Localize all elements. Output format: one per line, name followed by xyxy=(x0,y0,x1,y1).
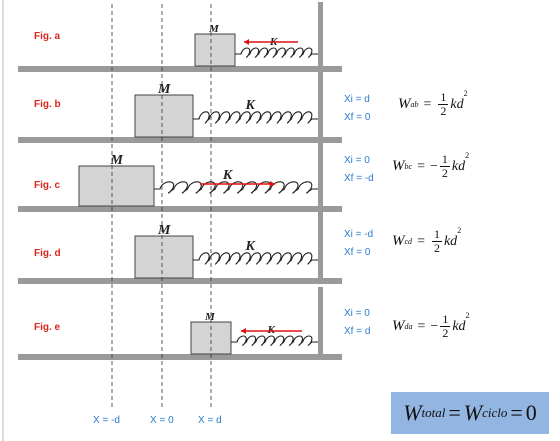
fig-d-mass-block xyxy=(134,235,194,279)
work-symbol: W xyxy=(392,233,405,249)
work-subscript: ab xyxy=(410,100,419,109)
kd-term: kd xyxy=(452,318,466,334)
numerator: 1 xyxy=(438,90,449,105)
fig-e-positions: Xi = 0 Xf = d xyxy=(344,308,370,338)
equals-sign: = xyxy=(448,400,461,425)
fig-a-spring xyxy=(235,47,318,58)
work-symbol: W xyxy=(463,400,483,425)
fig-e-spring-label: K xyxy=(267,324,276,336)
fig-e-xi: Xi = 0 xyxy=(344,308,370,319)
kd-term: kd xyxy=(450,96,464,112)
fig-a-mass-block xyxy=(194,33,236,67)
fig-a-floor xyxy=(18,66,342,72)
work-symbol: W xyxy=(398,96,411,112)
fig-e-mass-label: M xyxy=(204,311,216,323)
ciclo-subscript: ciclo xyxy=(482,405,508,420)
fig-d-xf: Xf = 0 xyxy=(344,247,371,258)
denominator: 2 xyxy=(441,166,448,180)
work-subscript: cd xyxy=(404,237,413,246)
fig-b-wall xyxy=(318,70,323,143)
fig-c-label: Fig. c xyxy=(34,180,61,191)
fig-d-spring xyxy=(193,252,318,265)
equals-sign: = xyxy=(423,96,432,112)
exponent: 2 xyxy=(457,226,462,235)
kd-term: kd xyxy=(443,233,458,249)
kd-term: kd xyxy=(451,158,466,174)
numerator: 1 xyxy=(431,227,442,242)
work-symbol: W xyxy=(403,400,422,425)
fig-c-mass-block xyxy=(78,165,155,207)
fig-c-mass-label: M xyxy=(110,153,124,168)
fig-c-spring xyxy=(154,181,318,194)
numerator: 1 xyxy=(440,312,451,327)
fig-e-spring xyxy=(231,335,318,346)
equals-sign: = xyxy=(510,400,523,425)
fig-e-floor xyxy=(18,354,342,360)
total-value: 0 xyxy=(525,400,537,425)
fig-b-label: Fig. b xyxy=(34,99,61,110)
position-d-label: X = d xyxy=(198,415,222,426)
numerator: 1 xyxy=(439,152,450,167)
work-subscript: da xyxy=(404,322,413,331)
fig-a-wall xyxy=(318,2,323,72)
exponent: 2 xyxy=(465,151,470,160)
position-neg-d-label: X = -d xyxy=(93,415,120,426)
work-symbol: W xyxy=(392,158,405,174)
fig-c-positions: Xi = 0 Xf = -d xyxy=(344,155,374,185)
fig-e-xf: Xf = d xyxy=(344,326,371,337)
fig-c-xi: Xi = 0 xyxy=(344,155,370,166)
fig-d-wall xyxy=(318,212,323,284)
sign: − xyxy=(429,158,438,174)
fig-a-mass-label: M xyxy=(208,23,220,35)
work-symbol: W xyxy=(392,318,405,334)
sign: − xyxy=(430,318,439,334)
fig-b-floor xyxy=(18,137,342,143)
equals-sign: = xyxy=(417,233,425,249)
exponent: 2 xyxy=(465,311,470,320)
fig-b-positions: Xi = d Xf = 0 xyxy=(344,94,370,124)
fig-d-floor xyxy=(18,278,342,284)
fig-c-spring-label: K xyxy=(222,168,234,183)
fig-b-spring-label: K xyxy=(245,98,257,113)
denominator: 2 xyxy=(433,241,440,255)
fig-b-xf: Xf = 0 xyxy=(344,112,371,123)
total-subscript: total xyxy=(421,405,446,420)
fig-b-xi: Xi = d xyxy=(344,94,370,105)
fig-d-spring-label: K xyxy=(245,239,257,254)
fig-b-mass-label: M xyxy=(157,82,171,97)
equals-sign: = xyxy=(417,318,426,334)
fig-d-label: Fig. d xyxy=(34,248,61,259)
fig-b-spring xyxy=(193,111,318,124)
fig-e-force-arrow-head xyxy=(241,328,246,334)
fig-c-floor xyxy=(18,206,342,212)
fig-c-xf: Xf = -d xyxy=(344,173,374,184)
position-zero-label: X = 0 xyxy=(150,415,174,426)
equals-sign: = xyxy=(417,158,425,174)
fig-a-force-arrow-head xyxy=(244,39,249,45)
denominator: 2 xyxy=(442,326,449,340)
fig-a-label: Fig. a xyxy=(34,31,61,42)
fig-b-mass-block xyxy=(134,94,194,138)
fig-c-wall xyxy=(318,140,323,212)
fig-d-mass-label: M xyxy=(157,223,171,238)
fig-d-positions: Xi = -d Xf = 0 xyxy=(344,229,373,259)
denominator: 2 xyxy=(440,104,447,118)
fig-d-xi: Xi = -d xyxy=(344,229,374,240)
fig-c-force-arrow-head xyxy=(270,181,275,187)
fig-e-label: Fig. e xyxy=(34,322,61,333)
fig-e-wall xyxy=(318,287,323,360)
exponent: 2 xyxy=(463,89,468,98)
work-subscript: bc xyxy=(404,162,413,171)
